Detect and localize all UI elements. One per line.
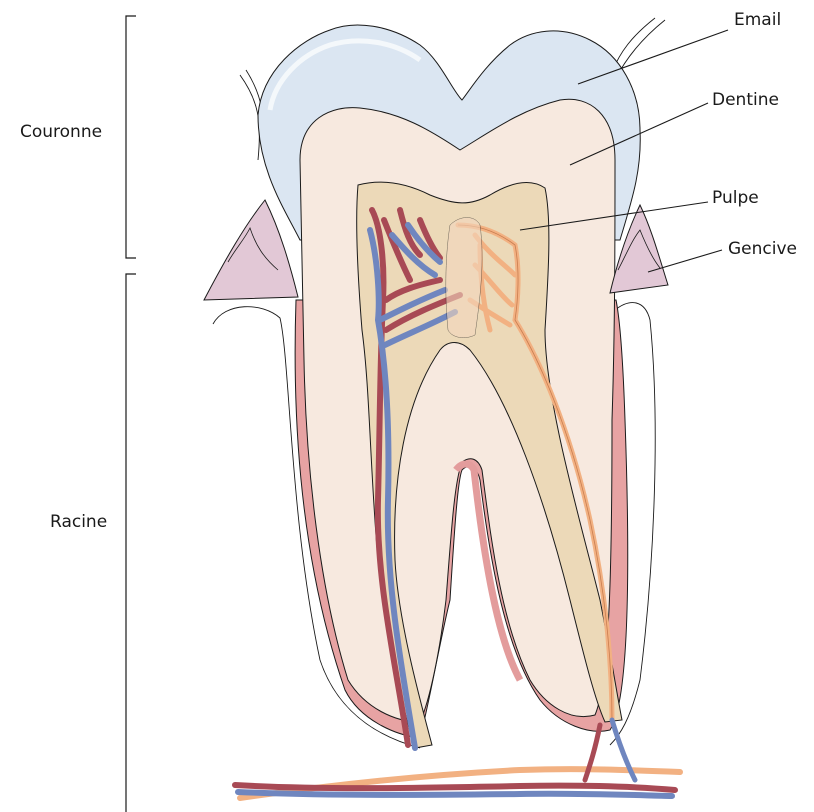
pulp-horn-overlay <box>446 218 482 338</box>
label-racine: Racine <box>50 514 107 531</box>
label-dentine: Dentine <box>712 92 779 109</box>
dentine-layer <box>300 99 615 722</box>
label-pulpe: Pulpe <box>712 190 759 207</box>
gum-left <box>204 200 298 300</box>
label-email: Email <box>734 12 781 29</box>
vessel-bundle <box>235 720 680 798</box>
crown-bracket <box>126 16 136 258</box>
label-gencive: Gencive <box>728 241 797 258</box>
label-couronne: Couronne <box>20 124 102 141</box>
root-bracket <box>126 274 136 812</box>
